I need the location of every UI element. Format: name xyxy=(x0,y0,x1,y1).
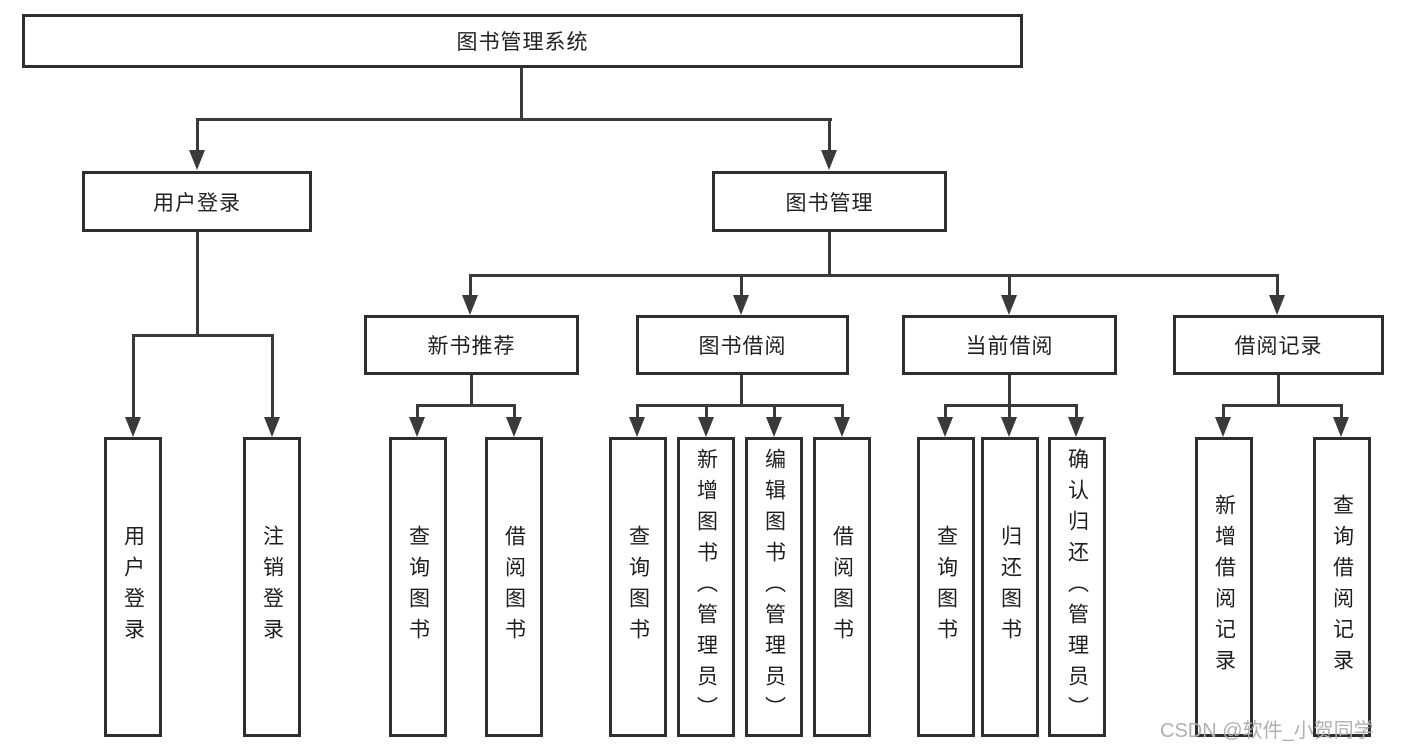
leaf-query-borrow-record: 查询借阅记录 xyxy=(1313,437,1371,737)
node-book-borrowing: 图书借阅 xyxy=(636,315,849,375)
arrow-down-icon xyxy=(125,417,141,437)
leaf-query-books-current-label: 查询图书 xyxy=(934,525,958,649)
arrow-down-icon xyxy=(1333,417,1349,437)
arrow-down-icon xyxy=(1001,295,1017,315)
leaf-borrow-books: 借阅图书 xyxy=(813,437,871,737)
node-current-borrowing-label: 当前借阅 xyxy=(965,335,1054,358)
leaf-return-books-label: 归还图书 xyxy=(998,525,1022,649)
connector-line xyxy=(1222,404,1225,418)
connector-line xyxy=(416,404,516,407)
arrow-down-icon xyxy=(1215,417,1231,437)
connector-line xyxy=(705,404,708,418)
connector-line xyxy=(828,118,831,152)
leaf-edit-books-admin-label: 编辑图书（管理员） xyxy=(762,447,786,727)
connector-line xyxy=(1276,274,1279,298)
arrow-down-icon xyxy=(264,417,280,437)
arrow-down-icon xyxy=(409,417,425,437)
connector-line xyxy=(773,404,776,418)
leaf-borrow-books-recommend-label: 借阅图书 xyxy=(502,525,526,649)
arrow-down-icon xyxy=(462,295,478,315)
connector-line xyxy=(520,66,523,118)
node-user-login: 用户登录 xyxy=(82,171,312,232)
connector-line xyxy=(469,274,1279,277)
connector-line xyxy=(1008,373,1011,406)
leaf-borrow-books-label: 借阅图书 xyxy=(830,525,854,649)
leaf-query-books-current: 查询图书 xyxy=(917,437,975,737)
connector-line xyxy=(841,404,844,418)
leaf-borrow-books-recommend: 借阅图书 xyxy=(485,437,543,737)
node-user-login-label: 用户登录 xyxy=(153,191,241,215)
arrow-down-icon xyxy=(821,150,837,170)
connector-line xyxy=(1008,404,1011,418)
connector-line xyxy=(1222,404,1343,407)
arrow-down-icon xyxy=(1068,417,1084,437)
connector-line xyxy=(828,231,831,277)
leaf-query-books-borrow-label: 查询图书 xyxy=(626,525,650,649)
leaf-logout-login: 注销登录 xyxy=(243,437,301,737)
leaf-add-books-admin: 新增图书（管理员） xyxy=(677,437,735,737)
arrow-down-icon xyxy=(766,417,782,437)
leaf-return-books: 归还图书 xyxy=(981,437,1039,737)
leaf-add-borrow-record: 新增借阅记录 xyxy=(1195,437,1253,737)
connector-line xyxy=(196,118,199,152)
node-root: 图书管理系统 xyxy=(22,14,1023,68)
node-borrowing-records-label: 借阅记录 xyxy=(1234,335,1323,358)
connector-line xyxy=(416,404,419,418)
node-book-management: 图书管理 xyxy=(712,171,947,232)
connector-line xyxy=(944,404,1078,407)
arrow-down-icon xyxy=(834,417,850,437)
node-current-borrowing: 当前借阅 xyxy=(902,315,1117,375)
leaf-user-login-label: 用户登录 xyxy=(121,525,145,649)
arrow-down-icon xyxy=(1269,295,1285,315)
leaf-query-books-recommend: 查询图书 xyxy=(389,437,447,737)
connector-line xyxy=(469,274,472,298)
leaf-query-books-borrow: 查询图书 xyxy=(609,437,667,737)
connector-line xyxy=(132,334,135,418)
connector-line xyxy=(470,373,473,406)
arrow-down-icon xyxy=(189,150,205,170)
connector-line xyxy=(271,334,274,418)
leaf-query-books-recommend-label: 查询图书 xyxy=(406,525,430,649)
connector-line xyxy=(1340,404,1343,418)
node-book-borrowing-label: 图书借阅 xyxy=(698,335,787,358)
arrow-down-icon xyxy=(1001,417,1017,437)
connector-line xyxy=(636,404,844,407)
connector-line xyxy=(1075,404,1078,418)
leaf-confirm-return-admin: 确认归还（管理员） xyxy=(1048,437,1106,737)
watermark: CSDN @软件_小贺同学 xyxy=(1160,720,1374,742)
leaf-user-login: 用户登录 xyxy=(104,437,162,737)
arrow-down-icon xyxy=(937,417,953,437)
leaf-add-books-admin-label: 新增图书（管理员） xyxy=(694,447,718,727)
connector-line xyxy=(196,118,832,121)
connector-line xyxy=(1008,274,1011,298)
leaf-query-borrow-record-label: 查询借阅记录 xyxy=(1330,494,1354,680)
arrow-down-icon xyxy=(733,295,749,315)
arrow-down-icon xyxy=(506,417,522,437)
arrow-down-icon xyxy=(629,417,645,437)
connector-line xyxy=(1277,373,1280,406)
connector-line xyxy=(740,274,743,298)
leaf-add-borrow-record-label: 新增借阅记录 xyxy=(1212,494,1236,680)
connector-line xyxy=(513,404,516,418)
node-root-label: 图书管理系统 xyxy=(456,31,589,54)
node-new-book-recommendation: 新书推荐 xyxy=(364,315,579,375)
leaf-edit-books-admin: 编辑图书（管理员） xyxy=(745,437,803,737)
node-borrowing-records: 借阅记录 xyxy=(1173,315,1384,375)
connector-line xyxy=(196,231,199,336)
arrow-down-icon xyxy=(698,417,714,437)
node-book-management-label: 图书管理 xyxy=(785,191,874,215)
connector-line xyxy=(636,404,639,418)
connector-line xyxy=(740,373,743,406)
node-new-book-recommendation-label: 新书推荐 xyxy=(427,335,516,358)
leaf-confirm-return-admin-label: 确认归还（管理员） xyxy=(1065,447,1089,727)
connector-line xyxy=(944,404,947,418)
connector-line xyxy=(132,334,274,337)
leaf-logout-login-label: 注销登录 xyxy=(260,525,284,649)
